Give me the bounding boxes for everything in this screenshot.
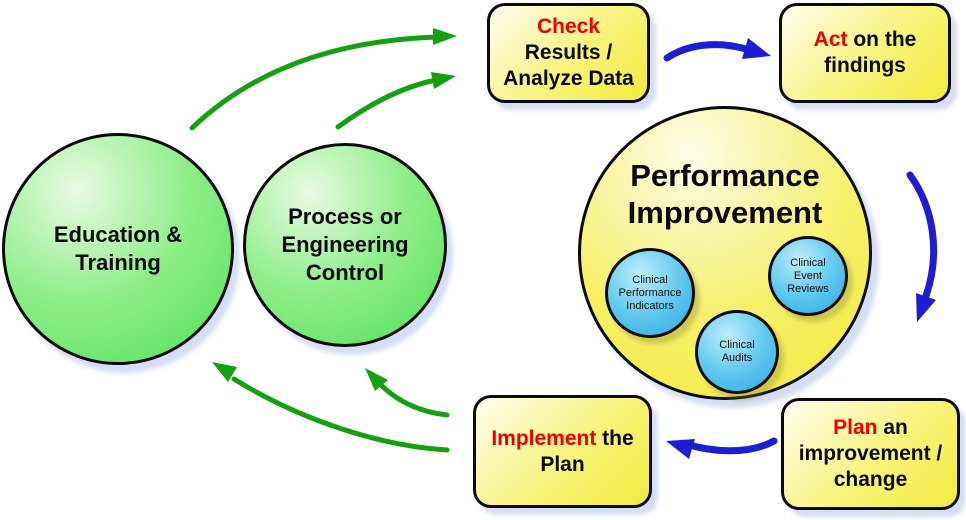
clinical-performance-indicators-circle: Clinical Performance Indicators <box>605 248 695 338</box>
implement-box-line1: Implement the <box>491 426 633 452</box>
act-box: Act on the findings <box>779 3 951 103</box>
green-arrowhead-process-to-check-icon <box>431 72 456 89</box>
education-training-circle: Education & Training <box>2 133 234 365</box>
cpi-line2: Performance <box>618 286 682 299</box>
green-arrowhead-education-to-check-icon <box>433 28 457 45</box>
plan-box-line3: change <box>833 468 908 491</box>
blue-arrow-plan-to-implement <box>682 437 778 455</box>
check-box-line2: Results / <box>524 41 613 64</box>
ca-line2: Audits <box>721 352 753 364</box>
cpi-line3: Indicators <box>626 299 674 312</box>
plan-box-line1-rest: an <box>877 416 908 439</box>
check-box-line3: Analyze Data <box>503 67 634 90</box>
act-box-line2: findings <box>824 54 906 77</box>
green-arrowhead-implement-to-process-icon <box>365 368 388 391</box>
implement-box: Implement the Plan <box>473 395 652 508</box>
plan-box-line2: improvement / <box>798 442 943 465</box>
act-box-line1-rest: on the <box>847 28 917 51</box>
green-arrow-implement-to-process <box>375 379 450 418</box>
education-circle-line2: Training <box>75 250 161 275</box>
cer-line3: Reviews <box>787 282 829 295</box>
blue-arrowhead-plan-to-implement-icon <box>666 439 695 459</box>
performance-title-line2: Improvement <box>627 195 823 230</box>
performance-improvement-circle: Performance Improvement <box>578 106 872 400</box>
blue-arrow-check-to-act <box>663 41 750 62</box>
implement-box-line2: Plan <box>540 452 585 476</box>
process-circle-line3: Control <box>305 260 385 285</box>
ca-line1: Clinical <box>719 339 755 351</box>
process-engineering-control-circle: Process or Engineering Control <box>243 143 447 347</box>
blue-arrowhead-check-to-act-icon <box>742 38 771 59</box>
implement-box-line1-rest: the <box>596 426 634 450</box>
cer-line2: Event <box>793 269 823 282</box>
education-circle-line1: Education & <box>53 222 183 247</box>
cer-line1: Clinical <box>790 256 826 269</box>
process-circle-line1: Process or <box>288 204 402 229</box>
plan-keyword: Plan <box>833 416 878 439</box>
check-box-line1: Check <box>537 14 600 40</box>
green-arrow-process-to-check <box>335 77 439 130</box>
act-keyword: Act <box>813 28 848 51</box>
check-box: Check Results / Analyze Data <box>487 3 650 103</box>
green-arrowhead-implement-to-education-icon <box>212 362 237 382</box>
plan-box: Plan an improvement / change <box>781 398 960 510</box>
plan-box-line1: Plan an <box>833 415 908 441</box>
process-circle-line2: Engineering <box>281 232 409 257</box>
green-arrow-education-to-check <box>189 34 441 131</box>
green-arrow-implement-to-education <box>231 376 450 453</box>
clinical-audits-circle: Clinical Audits <box>695 310 779 394</box>
blue-arrow-act-to-plan <box>906 171 938 300</box>
performance-title-line1: Performance <box>630 158 820 193</box>
cpi-line1: Clinical <box>632 273 668 286</box>
check-keyword: Check <box>536 15 601 38</box>
implement-keyword: Implement <box>491 426 597 450</box>
act-box-line1: Act on the <box>814 27 917 53</box>
clinical-event-reviews-circle: Clinical Event Reviews <box>768 236 848 316</box>
blue-arrowhead-act-to-plan-icon <box>916 293 936 322</box>
